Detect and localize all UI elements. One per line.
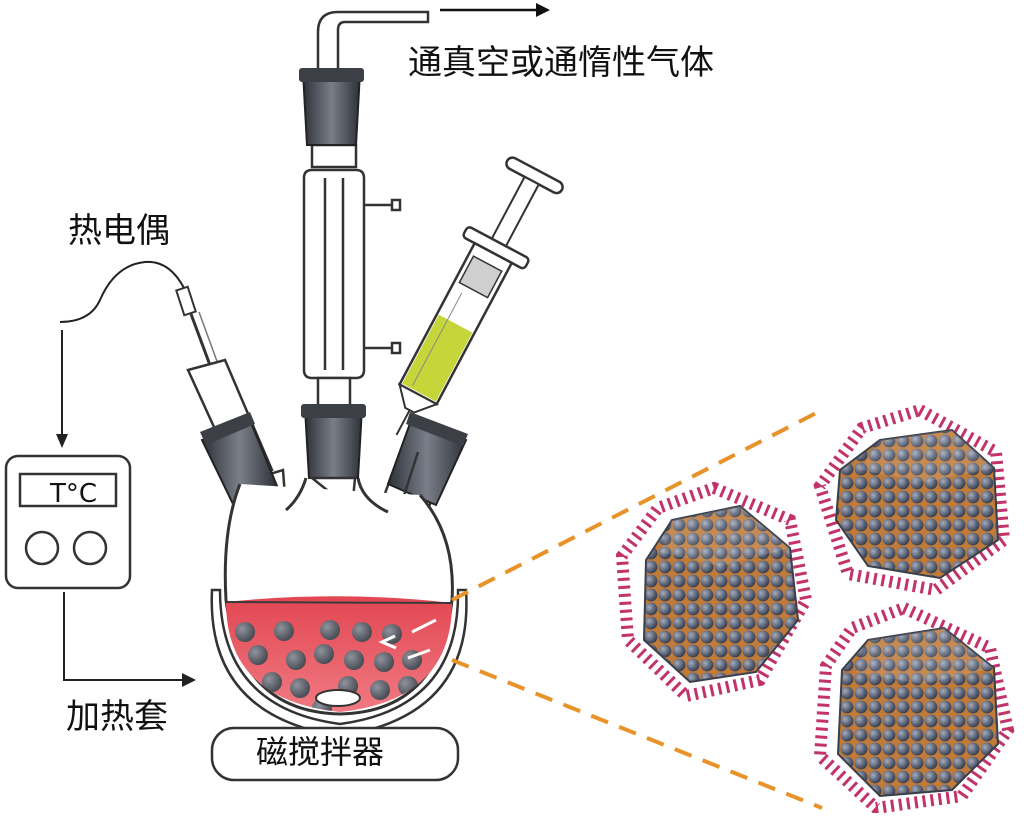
magnetic-stirrer-label: 磁搅拌器 (256, 733, 385, 771)
gas-outlet-arrow (440, 3, 550, 17)
nanocrystal-icon (813, 601, 1015, 815)
nanocrystals (615, 403, 1015, 815)
particles-in-solution (235, 620, 422, 712)
left-neck-joint (200, 412, 279, 508)
nanocrystal-icon (813, 403, 1011, 597)
thermocouple-label: 热电偶 (68, 211, 170, 251)
nanocrystal-icon (615, 481, 813, 703)
gas-outlet-label: 通真空或通惰性气体 (408, 43, 714, 83)
thermocouple-wire (56, 260, 186, 448)
temperature-display-label: T°C (50, 479, 98, 509)
highlight-marks (378, 618, 437, 660)
zoom-dashed-lines (451, 408, 823, 810)
controller-to-mantle-line (63, 592, 196, 687)
condenser (302, 10, 430, 410)
heating-mantle-label: 加热套 (66, 697, 168, 737)
heating-mantle (210, 588, 468, 738)
magnetic-stir-bar-icon (315, 689, 361, 707)
syringe (395, 156, 564, 436)
condenser-top-joint (299, 68, 364, 146)
magnetic-stirrer (210, 726, 460, 782)
round-bottom-flask (223, 477, 454, 716)
temperature-controller-icon (4, 454, 132, 590)
